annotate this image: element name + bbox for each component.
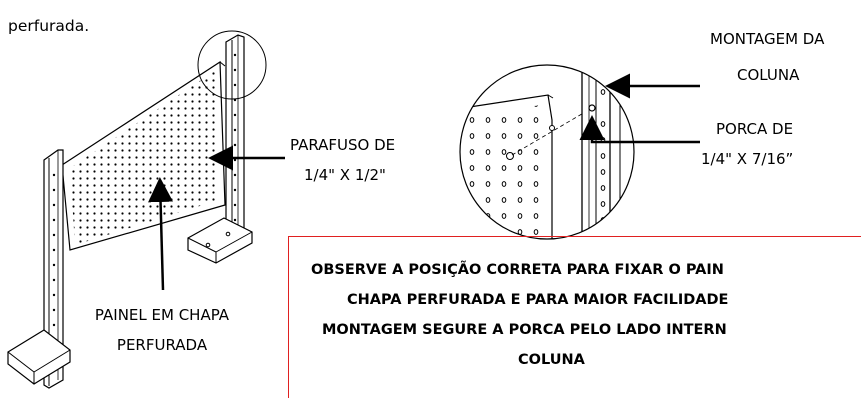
warning-line3: MONTAGEM SEGURE A PORCA PELO LADO INTERN	[322, 322, 727, 338]
porca-arrow	[579, 115, 700, 144]
parafuso-label-line2: 1/4" X 1/2"	[304, 166, 386, 184]
intro-text: perfurada.	[8, 17, 90, 35]
porca-label-line2: 1/4" X 7/16”	[701, 150, 794, 168]
painel-label-line1: PAINEL EM CHAPA	[94, 306, 230, 324]
parafuso-label-line1: PARAFUSO DE	[290, 136, 396, 154]
warning-line2: CHAPA PERFURADA E PARA MAIOR FACILIDADE	[347, 292, 729, 308]
right-column	[187, 34, 253, 264]
perforated-panel	[61, 60, 226, 251]
detail-zoom	[460, 65, 621, 239]
warning-box: OBSERVE A POSIÇÃO CORRETA PARA FIXAR O P…	[288, 236, 861, 398]
painel-arrow	[148, 177, 174, 291]
montagem-label-line1: MONTAGEM DA	[710, 30, 825, 48]
warning-line4: COLUNA	[518, 352, 585, 368]
painel-label-line2: PERFURADA	[116, 336, 208, 354]
detail-circle-large	[459, 64, 635, 240]
porca-label-line1: PORCA DE	[716, 120, 794, 138]
warning-line1: OBSERVE A POSIÇÃO CORRETA PARA FIXAR O P…	[311, 262, 724, 278]
detail-circle-small	[197, 30, 267, 100]
left-column	[7, 149, 71, 389]
montagem-label-line2: COLUNA	[737, 66, 800, 84]
